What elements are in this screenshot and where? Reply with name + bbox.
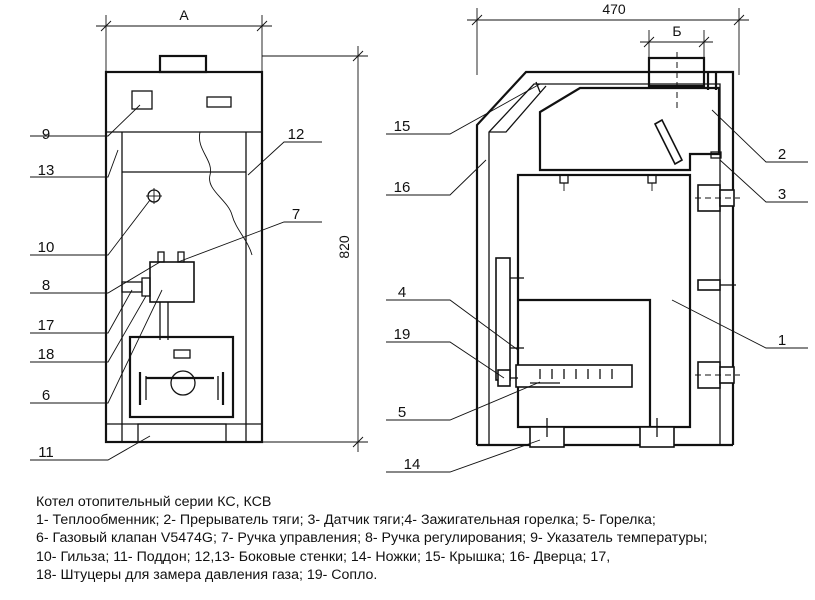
callout-10: 10 (38, 239, 55, 256)
callout-12: 12 (288, 126, 305, 143)
front-view: А (30, 7, 368, 461)
legend-line: 6- Газовый клапан V5474G; 7- Ручка управ… (36, 530, 708, 547)
burner-nozzles (539, 369, 613, 379)
callout-14: 14 (404, 456, 421, 473)
callout-1: 1 (778, 332, 786, 349)
boiler-drawing: А (30, 1, 808, 473)
callout-8: 8 (42, 277, 50, 294)
legend: Котел отопительный серии КС, КСВ 1- Тепл… (36, 493, 806, 584)
dimension-a-label: А (179, 7, 189, 23)
legend-title: Котел отопительный серии КС, КСВ (36, 494, 272, 510)
callout-11: 11 (38, 444, 54, 461)
callout-19: 19 (394, 326, 411, 343)
callout-2: 2 (778, 146, 786, 163)
callout-9: 9 (42, 126, 50, 143)
dimension-height-label: 820 (336, 235, 352, 259)
callout-16: 16 (394, 179, 411, 196)
dimension-b-label: Б (672, 23, 681, 39)
dimension-depth-label: 470 (602, 1, 626, 17)
callout-3: 3 (778, 186, 786, 203)
callout-6: 6 (42, 387, 50, 404)
callout-7: 7 (292, 206, 300, 223)
callout-5: 5 (398, 404, 406, 421)
legend-line: 10- Гильза; 11- Поддон; 12,13- Боковые с… (36, 548, 611, 565)
callout-18: 18 (38, 346, 55, 363)
side-view: 470 Б (386, 1, 808, 473)
callout-15: 15 (394, 118, 411, 135)
callout-13: 13 (38, 162, 55, 179)
legend-line: 1- Теплообменник; 2- Прерыватель тяги; 3… (36, 512, 656, 529)
callout-17: 17 (38, 317, 55, 334)
legend-line: 18- Штуцеры для замера давления газа; 19… (36, 566, 378, 583)
callout-4: 4 (398, 284, 406, 301)
